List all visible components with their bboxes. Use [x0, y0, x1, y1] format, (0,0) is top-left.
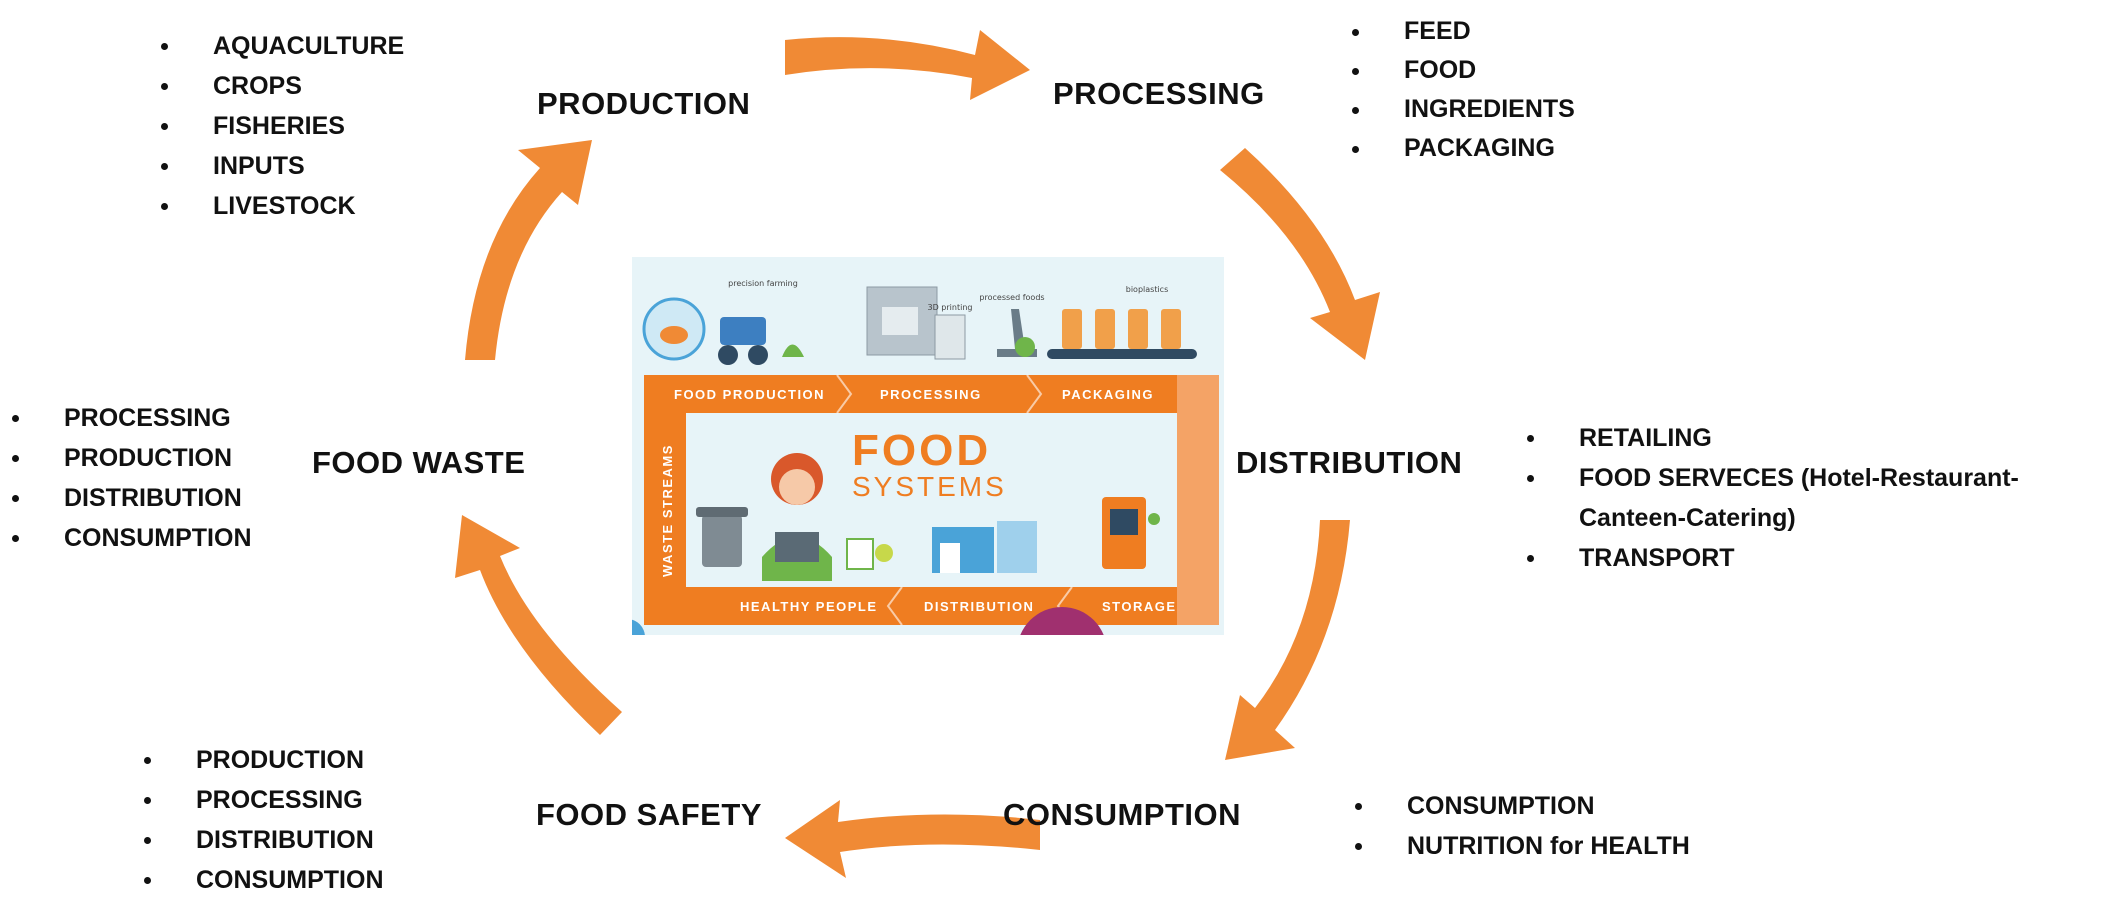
list-item: DISTRIBUTION — [140, 820, 384, 860]
list-item: FISHERIES — [157, 106, 404, 146]
band-label: PROCESSING — [880, 387, 982, 402]
fish-icon — [660, 326, 688, 344]
list-item: FEED — [1348, 12, 1575, 51]
band-label-vertical: WASTE STREAMS — [660, 444, 675, 577]
list-item: PROCESSING — [8, 398, 252, 438]
icon-label: processed foods — [979, 293, 1045, 302]
decorative-circle — [632, 619, 645, 635]
icon-label: bioplastics — [1125, 285, 1169, 294]
conveyor-icon — [1047, 349, 1197, 359]
band-label: FOOD PRODUCTION — [674, 387, 825, 402]
list-item: FOOD SERVECES (Hotel-Restaurant- — [1523, 458, 2019, 498]
list-item: LIVESTOCK — [157, 186, 404, 226]
infographic-graphic: FOOD PRODUCTION PROCESSING PACKAGING HEA… — [632, 286, 1219, 635]
infographic-title: FOOD — [852, 426, 992, 475]
list-item: FOOD — [1348, 51, 1575, 90]
band-label: PACKAGING — [1062, 387, 1154, 402]
list-processing: FEED FOOD INGREDIENTS PACKAGING — [1348, 12, 1575, 168]
list-distribution: RETAILING FOOD SERVECES (Hotel-Restauran… — [1523, 418, 2019, 578]
list-food-waste: PROCESSING PRODUCTION DISTRIBUTION CONSU… — [8, 398, 252, 558]
list-consumption: CONSUMPTION NUTRITION for HEALTH — [1351, 786, 1690, 866]
list-item: PRODUCTION — [140, 740, 384, 780]
list-item: CONSUMPTION — [140, 860, 384, 900]
list-item: CONSUMPTION — [8, 518, 252, 558]
arrow-food-waste-to-production — [465, 140, 592, 360]
food-systems-infographic: FOOD PRODUCTION PROCESSING PACKAGING HEA… — [632, 257, 1224, 635]
arrow-production-to-processing — [785, 30, 1030, 100]
list-food-safety: PRODUCTION PROCESSING DISTRIBUTION CONSU… — [140, 740, 384, 900]
band-label: DISTRIBUTION — [924, 599, 1034, 614]
list-item: DISTRIBUTION — [8, 478, 252, 518]
tractor-icon — [720, 317, 766, 345]
arrow-consumption-to-food-safety — [785, 800, 1040, 878]
icon-label: 3D printing — [927, 303, 973, 312]
band-label: STORAGE — [1102, 599, 1177, 614]
store-icon — [932, 521, 1037, 573]
stage-distribution: DISTRIBUTION — [1236, 445, 1463, 480]
list-item: INPUTS — [157, 146, 404, 186]
list-item: INGREDIENTS — [1348, 90, 1575, 129]
bottles-icon — [1062, 309, 1181, 349]
list-production: AQUACULTURE CROPS FISHERIES INPUTS LIVES… — [157, 26, 404, 226]
bottom-band — [644, 587, 1219, 625]
list-item: NUTRITION for HEALTH — [1351, 826, 1690, 866]
decorative-circle — [1020, 607, 1104, 635]
infographic-subtitle: SYSTEMS — [852, 471, 1007, 502]
list-item: RETAILING — [1523, 418, 2019, 458]
vending-machine-icon — [1102, 497, 1160, 569]
list-item: CONSUMPTION — [1351, 786, 1690, 826]
arrow-food-safety-to-food-waste — [455, 515, 622, 735]
plant-icon — [782, 344, 804, 357]
trash-bin-icon — [696, 507, 748, 567]
list-item: PRODUCTION — [8, 438, 252, 478]
list-item: PROCESSING — [140, 780, 384, 820]
microscope-icon — [997, 309, 1037, 357]
stage-consumption: CONSUMPTION — [1003, 797, 1241, 832]
top-band — [644, 375, 1219, 413]
person-icon — [762, 453, 832, 581]
list-item-continuation: Canteen-Catering) — [1579, 504, 1796, 532]
stage-food-waste: FOOD WASTE — [312, 445, 526, 480]
stage-production: PRODUCTION — [537, 86, 751, 121]
stage-food-safety: FOOD SAFETY — [536, 797, 762, 832]
right-band — [1177, 375, 1219, 625]
stage-processing: PROCESSING — [1053, 76, 1265, 111]
groceries-icon — [846, 538, 893, 570]
arrow-processing-to-distribution — [1220, 148, 1380, 360]
list-item: PACKAGING — [1348, 129, 1575, 168]
side-band — [644, 375, 686, 625]
icon-label: precision farming — [728, 279, 798, 288]
band-label: HEALTHY PEOPLE — [740, 599, 878, 614]
list-item: AQUACULTURE — [157, 26, 404, 66]
arrow-distribution-to-consumption — [1225, 520, 1350, 760]
list-item: TRANSPORT — [1523, 538, 2019, 578]
list-item: CROPS — [157, 66, 404, 106]
